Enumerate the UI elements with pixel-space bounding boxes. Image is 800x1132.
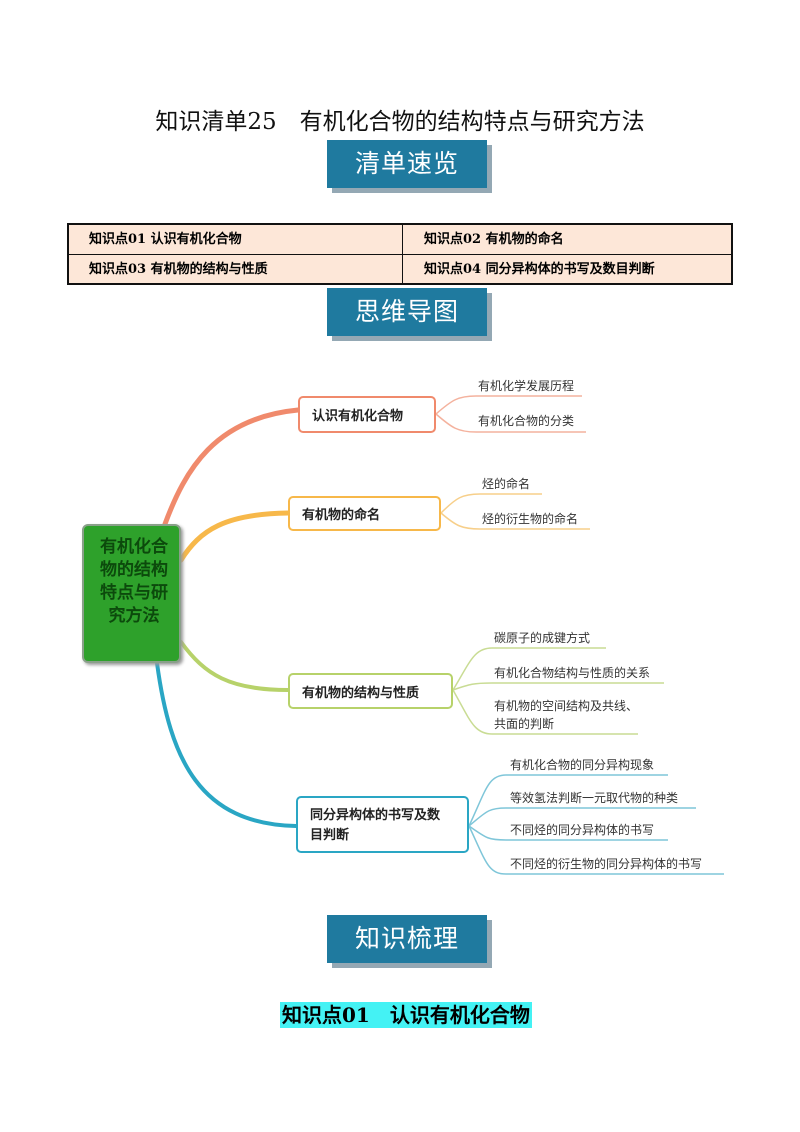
leaf-item[interactable]: 有机化合物的分类 xyxy=(478,414,575,428)
connector-leaf xyxy=(452,689,638,735)
connector-leaf xyxy=(435,395,582,415)
leaf-item[interactable]: 等效氢法判断一元取代物的种类 xyxy=(510,791,679,805)
overview-banner: 清单速览 xyxy=(327,140,487,188)
sorting-banner: 知识梳理 xyxy=(327,915,487,963)
leaf-item[interactable]: 碳原子的成键方式 xyxy=(494,631,591,645)
connector-leaf xyxy=(452,682,664,691)
branch-node-2[interactable]: 有机物的命名 xyxy=(288,496,441,531)
center-label: 有机化合物的结构特点与研究方法 xyxy=(100,537,168,626)
branch-node-4[interactable]: 同分异构体的书写及数 目判断 xyxy=(296,796,469,853)
leaf-item[interactable]: 不同烃的衍生物的同分异构体的书写 xyxy=(510,857,703,871)
toc-divider xyxy=(69,254,731,255)
branch-label: 有机物的结构与性质 xyxy=(302,685,420,701)
branch-node-1[interactable]: 认识有机化合物 xyxy=(298,396,436,433)
connector-branch-2 xyxy=(178,510,291,563)
mindmap-center-node[interactable]: 有机化合物的结构特点与研究方法 xyxy=(82,524,181,663)
leaf-item[interactable]: 有机化学发展历程 xyxy=(478,379,575,393)
branch-label: 有机物的命名 xyxy=(302,508,381,523)
connector-leaf xyxy=(435,413,586,433)
leaf-item[interactable]: 烃的衍生物的命名 xyxy=(482,512,579,526)
mindmap-banner: 思维导图 xyxy=(327,288,487,336)
connector-leaf xyxy=(468,774,668,827)
leaf-item[interactable]: 有机物的空间结构及共线、 xyxy=(494,699,639,713)
connector-branch-3 xyxy=(179,640,290,692)
leaf-item[interactable]: 有机化合物的同分异构现象 xyxy=(510,758,655,772)
leaf-item[interactable]: 烃的命名 xyxy=(482,477,531,491)
toc-item-01[interactable]: 知识点01 认识有机化合物 xyxy=(89,232,242,247)
toc-table: 知识点01 认识有机化合物 知识点02 有机物的命名 知识点03 有机物的结构与… xyxy=(67,223,733,285)
connector-leaf xyxy=(468,825,668,841)
connector-branch-1 xyxy=(162,407,301,527)
leaf-item[interactable]: 有机化合物结构与性质的关系 xyxy=(494,666,651,680)
section-heading: 知识点01 认识有机化合物 xyxy=(280,1002,532,1028)
connector-branch-4 xyxy=(155,661,298,828)
connector-leaf xyxy=(440,512,590,530)
leaf-item[interactable]: 共面的判断 xyxy=(494,717,555,731)
branch-label: 认识有机化合物 xyxy=(312,409,404,424)
toc-item-03[interactable]: 知识点03 有机物的结构与性质 xyxy=(89,262,268,277)
connector-leaf xyxy=(440,493,542,514)
branch-label: 同分异构体的书写及数 xyxy=(310,808,441,823)
connector-leaf xyxy=(468,807,696,827)
branch-label-line2: 目判断 xyxy=(310,828,350,843)
connector-leaf xyxy=(468,825,724,875)
connector-leaf xyxy=(452,647,606,691)
toc-item-04[interactable]: 知识点04 同分异构体的书写及数目判断 xyxy=(424,262,655,277)
mindmap-connectors xyxy=(155,395,724,875)
branch-node-3[interactable]: 有机物的结构与性质 xyxy=(288,673,453,709)
page-title: 知识清单25 有机化合物的结构特点与研究方法 xyxy=(155,109,645,135)
toc-item-02[interactable]: 知识点02 有机物的命名 xyxy=(424,232,564,247)
leaf-item[interactable]: 不同烃的同分异构体的书写 xyxy=(510,823,655,837)
